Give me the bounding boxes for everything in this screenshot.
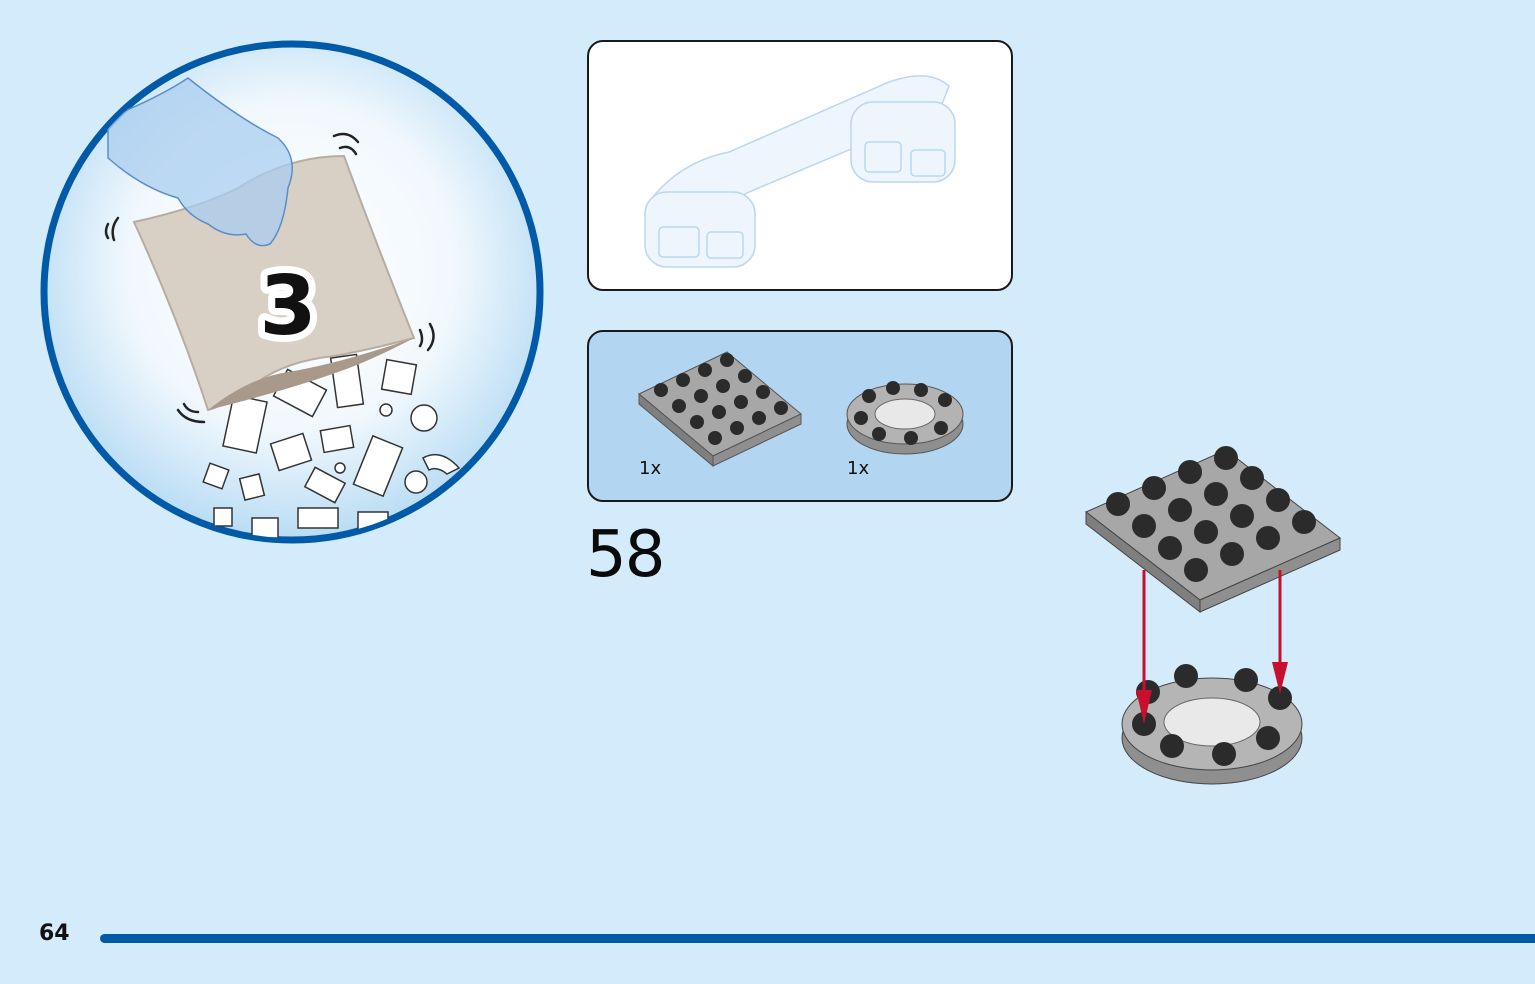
round-plate-icon — [846, 381, 964, 455]
step-number: 58 — [586, 518, 665, 592]
plate-4x4-placing — [1085, 446, 1341, 614]
bag-number-outline: 3 — [259, 259, 316, 354]
page-number: 64 — [39, 921, 70, 946]
parts-list: 1x 1x — [587, 330, 1013, 502]
build-illustration — [1078, 440, 1358, 800]
bag-number: 3 — [259, 259, 316, 354]
placement-arrows — [1136, 570, 1288, 724]
plate-4x4-icon — [638, 351, 802, 468]
part-qty-plate: 1x — [639, 458, 662, 479]
part-qty-round-plate: 1x — [847, 458, 870, 479]
assembly-preview — [587, 40, 1013, 291]
bag-illustration: 3 3 — [38, 38, 546, 546]
round-plate-target — [1121, 664, 1303, 785]
footer-divider — [100, 934, 1535, 943]
